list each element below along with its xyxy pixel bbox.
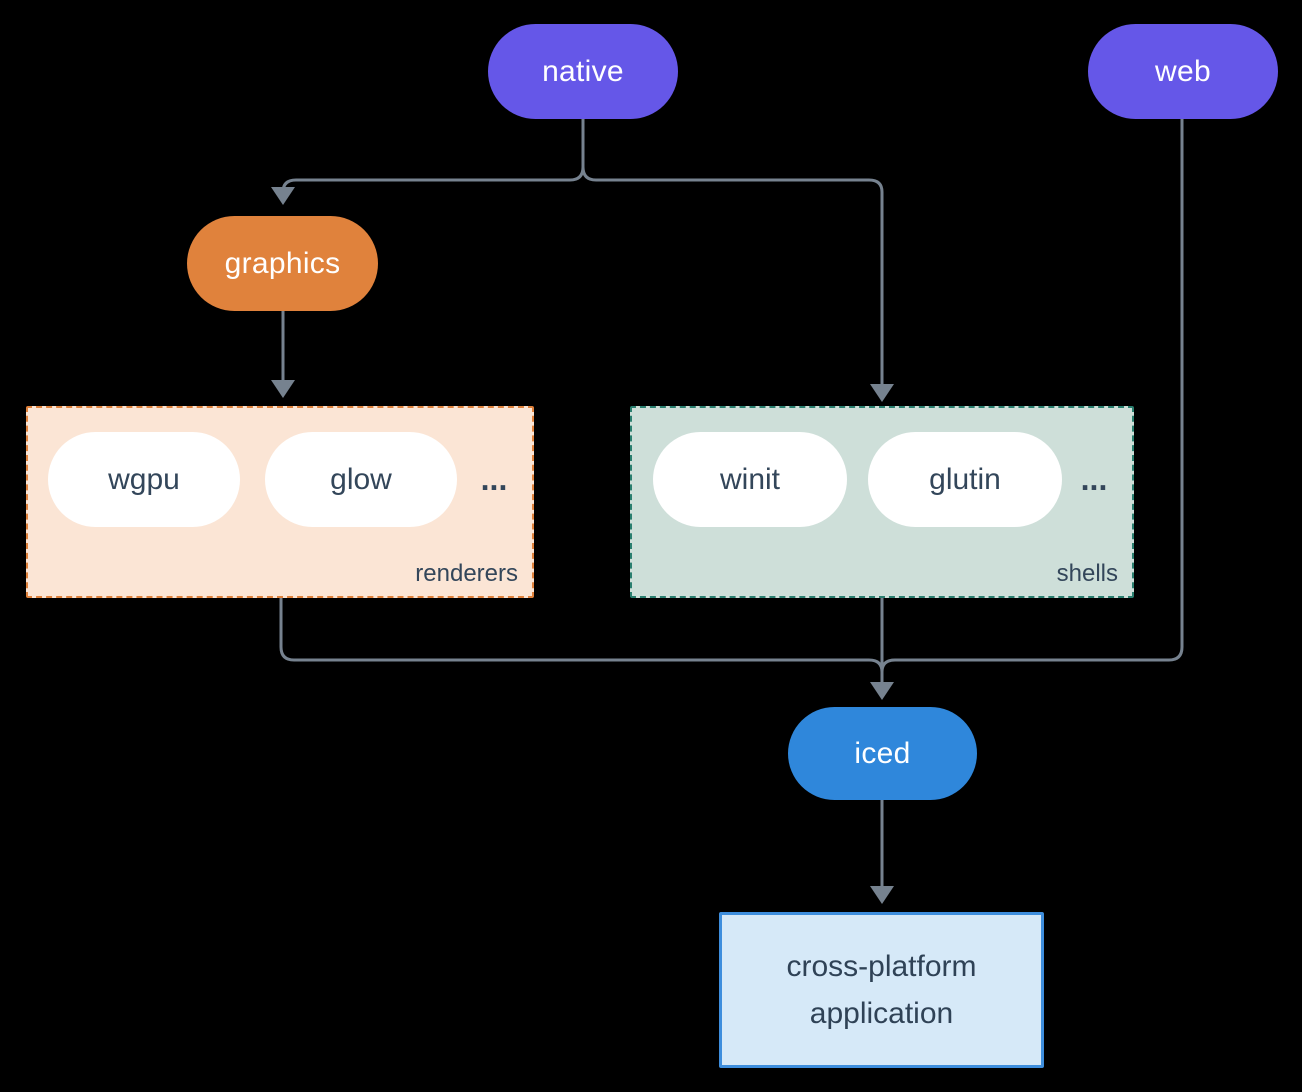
node-glow-label: glow (330, 462, 392, 496)
renderers-ellipsis: ... (480, 461, 508, 497)
arrowhead-application (870, 886, 894, 904)
node-glow: glow (265, 432, 457, 527)
node-native-label: native (542, 54, 624, 88)
node-graphics-label: graphics (224, 246, 341, 280)
node-iced-label: iced (854, 736, 911, 770)
application-label-line1: cross-platform (786, 950, 977, 983)
arrowhead-iced (870, 682, 894, 700)
node-winit: winit (653, 432, 847, 527)
arrowhead-shells (870, 384, 894, 402)
group-shells: winit glutin ... shells (630, 406, 1134, 598)
connector-native-to-graphics (281, 119, 585, 193)
node-web-label: web (1155, 54, 1211, 88)
application-label-line2: application (809, 997, 954, 1030)
node-wgpu: wgpu (48, 432, 240, 527)
node-graphics: graphics (187, 216, 378, 311)
node-glutin-label: glutin (929, 462, 1001, 496)
node-glutin: glutin (868, 432, 1062, 527)
arrowhead-graphics (271, 187, 295, 205)
renderers-group-label: renderers (415, 560, 518, 587)
shells-ellipsis: ... (1080, 461, 1108, 497)
group-renderers: wgpu glow ... renderers (26, 406, 534, 598)
node-winit-label: winit (719, 462, 780, 496)
node-native: native (488, 24, 678, 119)
node-cross-platform-application: cross-platform application (719, 912, 1044, 1068)
node-web: web (1088, 24, 1278, 119)
connector-renderers-to-junction (279, 598, 884, 673)
connector-native-to-shells (581, 119, 884, 385)
node-iced: iced (788, 707, 977, 800)
node-wgpu-label: wgpu (108, 462, 180, 496)
shells-group-label: shells (1056, 560, 1118, 587)
arrowhead-renderers (271, 380, 295, 398)
